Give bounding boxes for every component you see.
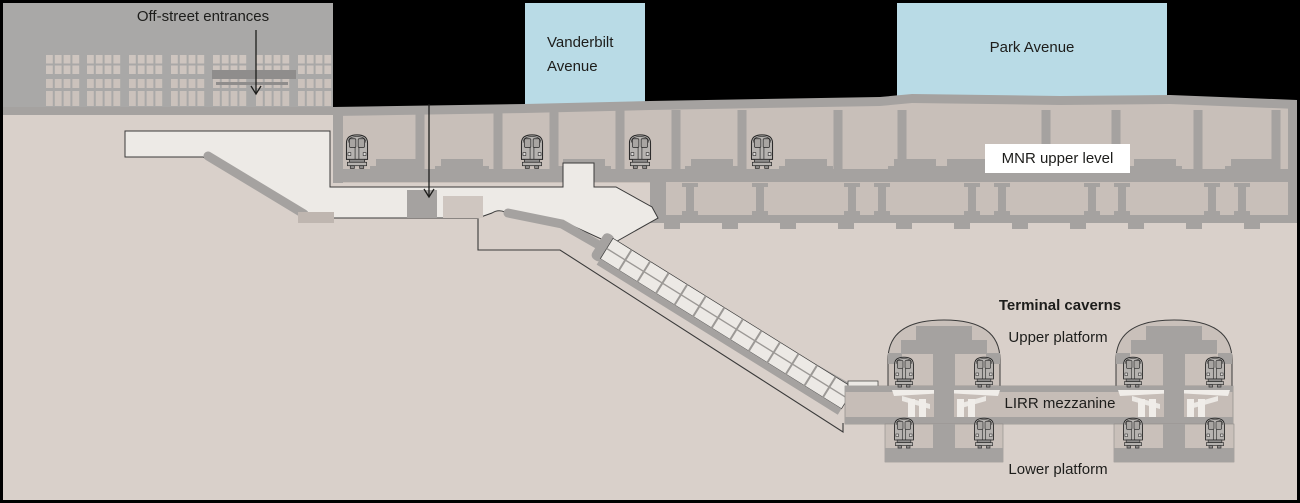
concourse-room [443, 196, 483, 218]
park-avenue-box [897, 2, 1167, 98]
vanderbilt-avenue-box [525, 2, 645, 106]
arrow-down-icon [250, 30, 262, 96]
train-icon [974, 417, 994, 449]
label-mnr-upper-level: MNR upper level [985, 144, 1130, 173]
train-icon [345, 134, 369, 169]
label-lirr-mezzanine: LIRR mezzanine [1004, 395, 1116, 412]
label-off-street-entrances: Off-street entrances [136, 8, 270, 25]
label-vanderbilt-line1: Vanderbilt [547, 34, 614, 51]
train-icon [1123, 417, 1143, 449]
slab-feet [664, 223, 1260, 229]
lirr-mezzanine-band [844, 385, 1234, 425]
upper-level-columns [415, 110, 1281, 170]
escalator-shaft [477, 208, 879, 434]
upper-level-floor-slab [333, 169, 1297, 182]
entrance-marquee-bar [216, 82, 288, 85]
label-upper-platform: Upper platform [1008, 329, 1108, 346]
building-facade [2, 2, 333, 107]
concourse-room [407, 190, 437, 218]
train-icon [894, 417, 914, 449]
street-deck [333, 94, 1297, 116]
train-icon [894, 356, 914, 388]
train-icon [1205, 417, 1225, 449]
train-icon [520, 134, 544, 169]
lower-level-columns [682, 183, 1250, 216]
label-vanderbilt-line2: Avenue [547, 58, 598, 75]
left-cavern-structure [888, 326, 1000, 388]
train-icon [1123, 356, 1143, 388]
arrow-down-icon [423, 104, 435, 199]
entrance-ramp [203, 151, 309, 219]
train-icon [974, 356, 994, 388]
right-cavern-structure [1116, 326, 1232, 388]
train-icon [750, 134, 774, 169]
train-icon [1205, 356, 1225, 388]
label-vanderbilt-avenue: Vanderbilt Avenue [547, 31, 613, 79]
entrance-marquee [212, 70, 296, 79]
escalator-wells [908, 399, 1205, 417]
label-lower-platform: Lower platform [1008, 461, 1108, 478]
label-park-avenue: Park Avenue [989, 39, 1075, 56]
train-icon [628, 134, 652, 169]
bottom-slab [650, 215, 1297, 223]
label-terminal-caverns: Terminal caverns [998, 297, 1122, 314]
escalator-bank [591, 233, 855, 415]
street-surface-left [2, 107, 333, 115]
ramp-landing [298, 212, 334, 223]
annotation-arrows [250, 30, 435, 199]
